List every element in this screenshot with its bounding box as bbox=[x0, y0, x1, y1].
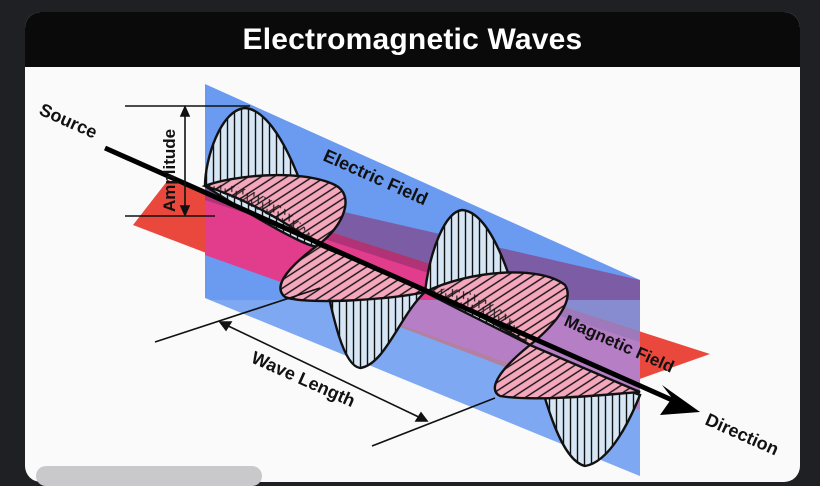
propagation-axis bbox=[103, 145, 674, 403]
amplitude-marker bbox=[125, 105, 250, 217]
wave-length-label: Wave Length bbox=[248, 347, 358, 411]
title-bar: Electromagnetic Waves bbox=[25, 12, 800, 67]
page-title: Electromagnetic Waves bbox=[242, 22, 583, 56]
source-label: Source bbox=[36, 99, 100, 142]
direction-label: Direction bbox=[702, 409, 781, 459]
direction-arrow bbox=[660, 385, 700, 415]
amplitude-label: Amplitude bbox=[160, 129, 179, 212]
em-wave-diagram: Source Amplitude Electric Field Magnetic… bbox=[36, 84, 782, 476]
bottom-pill bbox=[36, 466, 262, 486]
wave-length-marker bbox=[154, 287, 496, 447]
diagram-card: Source Amplitude Electric Field Magnetic… bbox=[25, 12, 800, 482]
